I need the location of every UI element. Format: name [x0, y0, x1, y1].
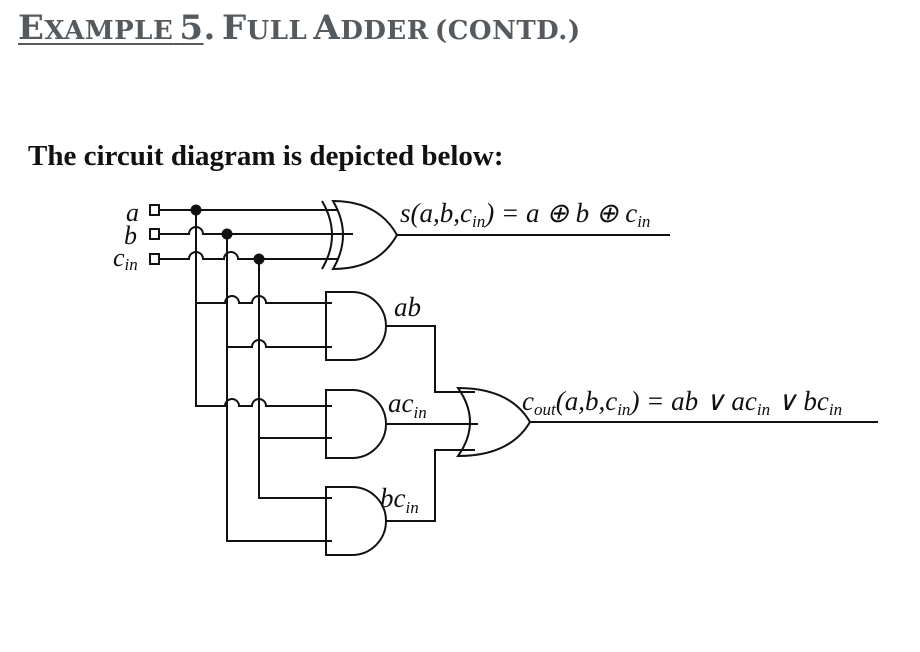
- wire-a-tap: [195, 210, 332, 407]
- title-word-3-cap: F: [221, 8, 247, 48]
- junction-b: [221, 228, 233, 240]
- title-word-5: (CONTD.): [434, 16, 581, 46]
- input-label-cin: cin: [113, 243, 138, 274]
- title-word-3-rest: ULL: [246, 16, 308, 46]
- slide-title: EXAMPLE 5. FULL ADDER (CONTD.): [18, 8, 581, 48]
- and-gate-bcin: [325, 486, 387, 556]
- wire-b-tap: [226, 234, 332, 542]
- and-gate-acin: [325, 389, 387, 459]
- subtitle: The circuit diagram is depicted below:: [28, 140, 504, 172]
- wire-a-to-and1: [196, 295, 332, 304]
- wire-b-to-xor: [159, 226, 353, 235]
- wire-ab-to-or: [386, 325, 475, 393]
- title-word-1-cap: E: [18, 8, 45, 48]
- wire-cin-tap: [258, 259, 332, 499]
- label-bcin: bcin: [380, 483, 419, 517]
- label-acin: acin: [388, 388, 427, 422]
- wire-cin-to-xor: [159, 251, 339, 260]
- input-label-a: a: [126, 198, 139, 227]
- xor-gate: [331, 199, 399, 271]
- title-word-4-cap: A: [313, 8, 341, 48]
- xor-gate-back-curve: [321, 200, 333, 270]
- junction-a: [190, 204, 202, 216]
- title-word-4-rest: DDER: [340, 16, 429, 46]
- input-terminal-b: [149, 228, 160, 240]
- label-ab: ab: [394, 292, 421, 322]
- title-word-1-rest: XAMPLE: [44, 16, 174, 46]
- input-label-b: b: [124, 221, 137, 250]
- input-terminal-a: [149, 204, 160, 216]
- or-gate: [456, 386, 532, 458]
- sum-equation-label: s(a,b,cin) = a ⊕ b ⊕ cin: [400, 198, 650, 231]
- cout-equation-label: cout(a,b,cin) = ab ∨ acin ∨ bcin: [522, 386, 842, 419]
- junction-cin: [253, 253, 265, 265]
- and-gate-ab: [325, 291, 387, 361]
- title-word-2: 5: [179, 8, 204, 48]
- wire-bcin-to-or: [386, 449, 475, 522]
- wire-b-to-and1: [227, 339, 332, 348]
- input-terminal-cin: [149, 253, 160, 265]
